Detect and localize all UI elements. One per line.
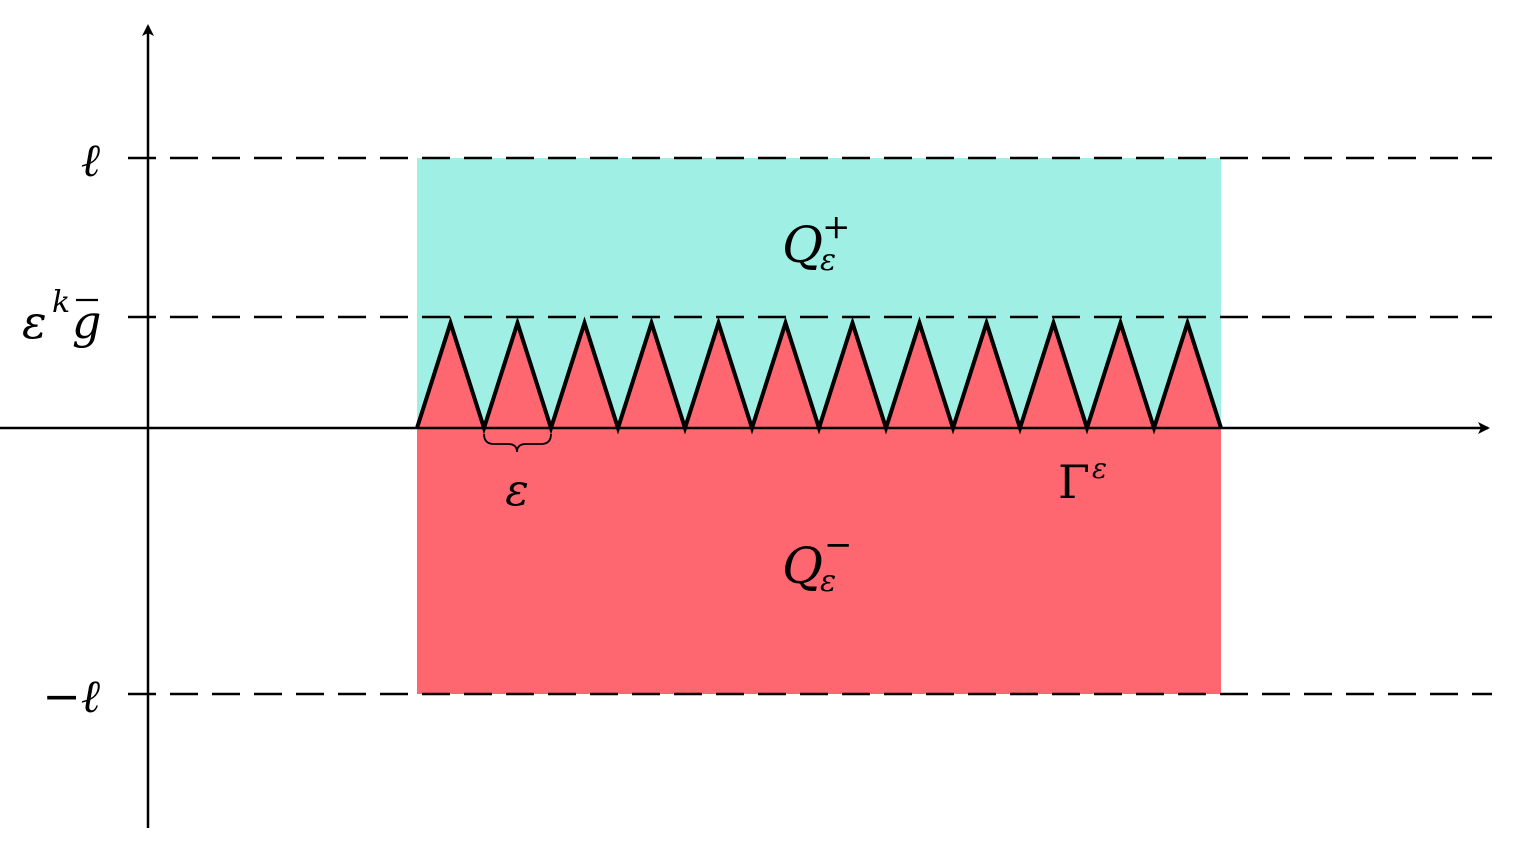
- upper-region-q-plus: [417, 158, 1221, 428]
- label-q-eps-plus: Q ε +: [782, 207, 851, 278]
- svg-text:k: k: [52, 285, 70, 320]
- lower-region-q-minus: [417, 428, 1221, 694]
- svg-text:g: g: [72, 295, 101, 349]
- svg-text:−: −: [824, 525, 853, 565]
- label-q-eps-minus: Q ε −: [782, 525, 853, 599]
- svg-text:+: +: [822, 207, 851, 247]
- period-brace: [483, 433, 552, 453]
- label-period-epsilon: ε: [505, 465, 529, 516]
- label-ell: ℓ: [81, 133, 101, 187]
- svg-text:Γ: Γ: [1058, 455, 1090, 509]
- label-gamma-epsilon: Γ ε: [1058, 452, 1107, 509]
- label-eps-k-gbar: ε k g: [22, 285, 101, 349]
- svg-text:Q: Q: [782, 537, 823, 595]
- svg-text:ε: ε: [820, 564, 836, 599]
- svg-text:Q: Q: [782, 216, 823, 274]
- svg-text:ε: ε: [820, 243, 836, 278]
- svg-text:ε: ε: [1092, 452, 1107, 485]
- label-minus-ell: −ℓ: [42, 669, 101, 723]
- svg-text:ε: ε: [22, 295, 47, 349]
- interface-teeth-fill: [417, 323, 1221, 428]
- interface-gamma-epsilon: [415, 316, 1223, 435]
